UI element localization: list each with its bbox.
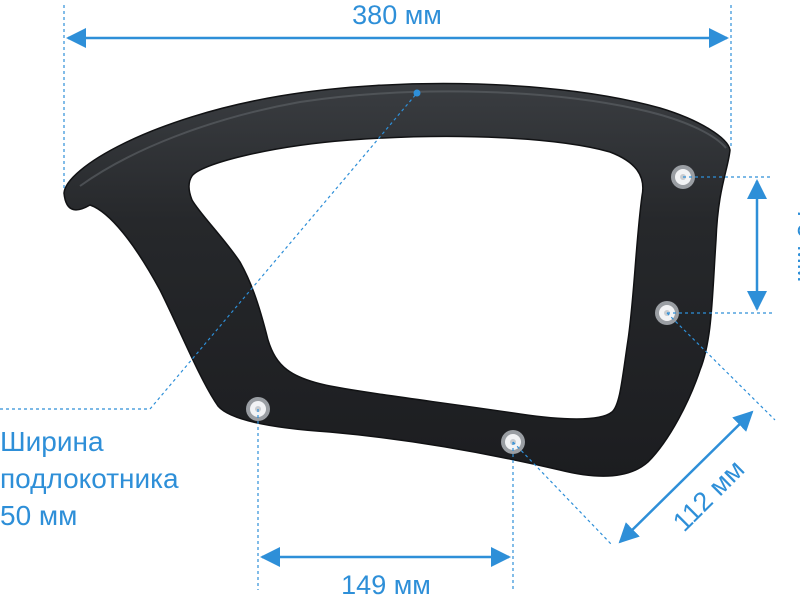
leader-dot (413, 89, 421, 97)
dim-line-112 (618, 410, 754, 544)
part-edge-highlight (79, 90, 727, 187)
note-line-3: 50 мм (0, 500, 78, 531)
dim-label-overall-width: 380 мм (352, 0, 442, 30)
armrest-part (63, 82, 731, 477)
extension-lines (0, 5, 776, 590)
dim-label-vertical: 76 мм (792, 208, 800, 283)
note-line-2: подлокотника (0, 463, 179, 494)
dim-label-horizontal: 149 мм (341, 570, 431, 599)
dimension-lines (66, 28, 767, 567)
dim-label-diagonal: 112 мм (667, 454, 750, 537)
note-line-1: Ширина (0, 426, 104, 457)
armrest-width-note: Ширина подлокотника 50 мм (0, 423, 179, 534)
